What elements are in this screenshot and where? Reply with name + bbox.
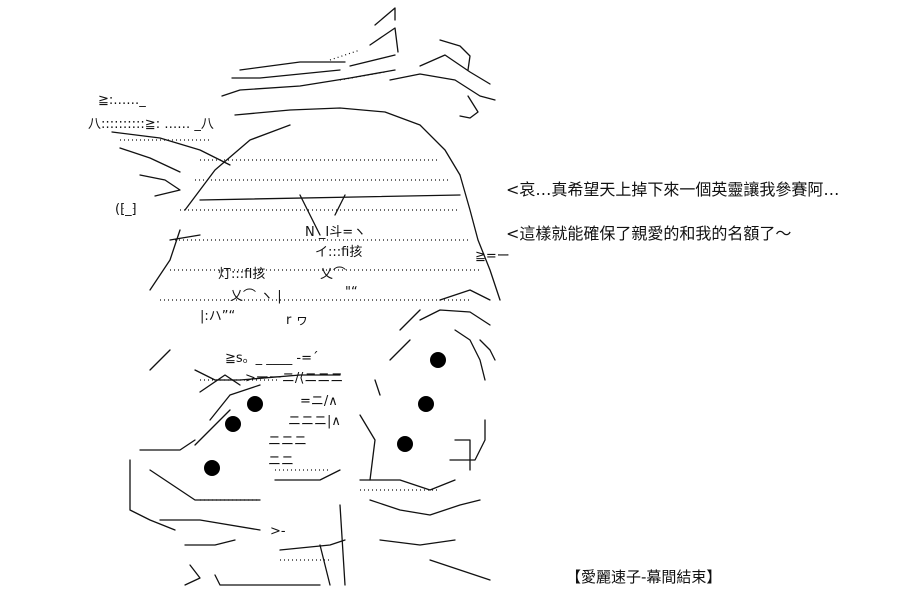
svg-text:乂⌒: 乂⌒ bbox=[320, 267, 346, 282]
svg-text:ニニ: ニニ bbox=[268, 454, 294, 469]
svg-text:(⁅_⁆: (⁅_⁆ bbox=[115, 202, 137, 217]
dialogue-line-2: <這樣就能確保了親愛的和我的名額了～ bbox=[506, 224, 792, 243]
head: N _I斗=ヽ イ:::fi㧡 灯:::fi㧡 乂⌒ 乂⌒ ヽ | "“ |:ハ… bbox=[149, 107, 510, 366]
svg-text:八::::::::::≧: …… _八: 八::::::::::≧: …… _八 bbox=[88, 117, 214, 132]
svg-text:乂⌒ ヽ |: 乂⌒ ヽ | bbox=[230, 289, 282, 304]
svg-text:ニニニ|∧: ニニニ|∧ bbox=[288, 414, 341, 429]
body: >ーーニ/⟨ニニニ =ニ/∧ ニニニ|∧ ニニニ ニニ >- bbox=[129, 309, 491, 586]
svg-text:r ヮ: r ヮ bbox=[286, 313, 308, 328]
svg-text:ニニニ: ニニニ bbox=[268, 434, 307, 449]
svg-text:>ーーニ/⟨ニニニ: >ーーニ/⟨ニニニ bbox=[245, 371, 343, 386]
svg-text:N _I斗=ヽ: N _I斗=ヽ bbox=[305, 225, 366, 240]
hat bbox=[221, 7, 496, 119]
svg-text:イ:::fi㧡: イ:::fi㧡 bbox=[315, 245, 362, 260]
left-ribbon: ≧:……_ 八::::::::::≧: …… _八 (⁅_⁆ bbox=[88, 93, 231, 217]
svg-text:≧s。_ ____ -=´: ≧s。_ ____ -=´ bbox=[225, 351, 319, 366]
svg-text:|:ハ”“: |:ハ”“ bbox=[200, 309, 235, 324]
right-hair bbox=[419, 289, 496, 381]
dialogue-line-1: <哀…真希望天上掉下來一個英靈讓我參賽阿… bbox=[506, 180, 840, 199]
svg-text:≧:……_: ≧:……_ bbox=[98, 93, 146, 108]
svg-text:=ニ/∧: =ニ/∧ bbox=[300, 394, 338, 409]
svg-text:灯:::fi㧡: 灯:::fi㧡 bbox=[218, 267, 265, 282]
caption: 【愛麗速子-幕間結束】 bbox=[566, 568, 722, 586]
coat-buttons bbox=[204, 352, 446, 476]
svg-text:>-: >- bbox=[270, 524, 286, 539]
svg-text:"“: "“ bbox=[345, 285, 358, 300]
svg-text:≧=ー: ≧=ー bbox=[475, 249, 510, 264]
